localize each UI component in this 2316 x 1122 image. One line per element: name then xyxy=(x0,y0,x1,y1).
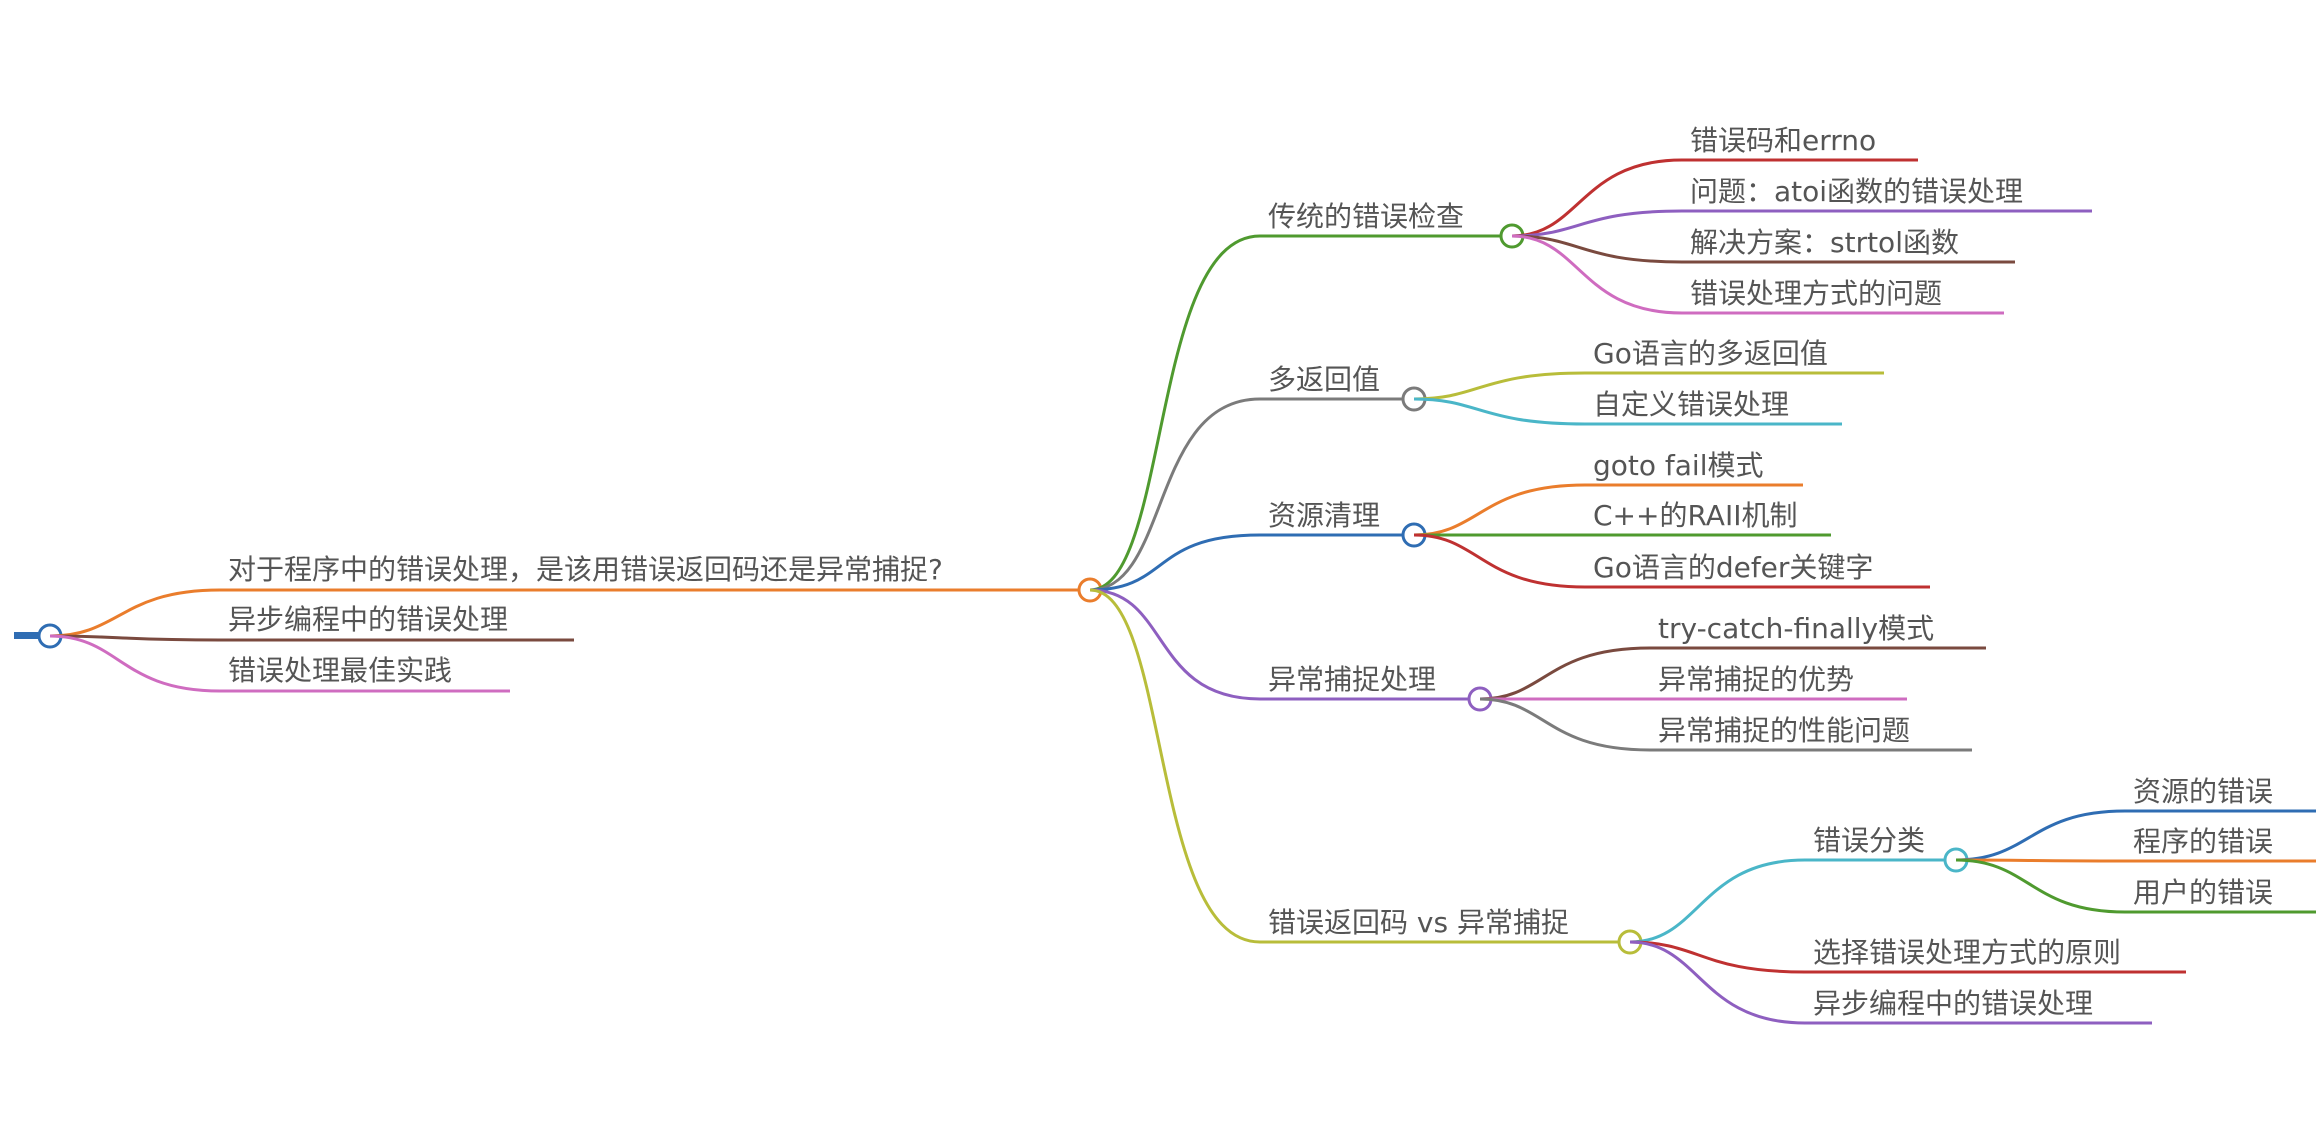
node-label: 自定义错误处理 xyxy=(1593,388,1789,421)
leaf-raii[interactable]: C++的RAII机制 xyxy=(1414,499,1831,537)
leaf-resource-errors[interactable]: 资源的错误 xyxy=(1955,775,2316,862)
connector xyxy=(1511,209,2092,238)
connector xyxy=(1089,234,1512,592)
node-label: 错误处理方式的问题 xyxy=(1690,277,1942,310)
leaf-errno[interactable]: 错误码和errno xyxy=(1511,124,1918,238)
node-label: 异常捕捉处理 xyxy=(1268,663,1436,696)
branch-exception-handling[interactable]: 异常捕捉处理 xyxy=(1089,588,1493,712)
node-label: 资源的错误 xyxy=(2133,775,2273,808)
leaf-go-defer[interactable]: Go语言的defer关键字 xyxy=(1413,533,1930,589)
connector xyxy=(1413,483,1803,537)
branch-resource-cleanup[interactable]: 资源清理 xyxy=(1089,499,1427,592)
leaf-strtol-solution[interactable]: 解决方案：strtol函数 xyxy=(1511,226,2015,264)
node-label: 资源清理 xyxy=(1268,499,1380,532)
connector xyxy=(1511,234,2015,264)
node-label: 错误分类 xyxy=(1813,824,1925,857)
node-label: 错误码和errno xyxy=(1690,124,1876,157)
connector xyxy=(1955,858,2316,863)
connector xyxy=(1479,697,1972,752)
leaf-exception-performance[interactable]: 异常捕捉的性能问题 xyxy=(1479,697,1972,752)
node-label: 多返回值 xyxy=(1268,363,1380,396)
connector xyxy=(1955,858,2316,914)
connector xyxy=(1629,940,2186,974)
level1-node-main-question[interactable]: 对于程序中的错误处理，是该用错误返回码还是异常捕捉? xyxy=(49,553,1103,638)
connector xyxy=(1089,533,1414,592)
leaf-try-catch[interactable]: try-catch-finally模式 xyxy=(1479,612,1986,701)
node-label: Go语言的多返回值 xyxy=(1593,337,1828,370)
level1-node-async[interactable]: 异步编程中的错误处理 xyxy=(49,603,574,642)
connector xyxy=(1413,397,1842,426)
connector xyxy=(1511,158,1918,238)
node-label: 对于程序中的错误处理，是该用错误返回码还是异常捕捉? xyxy=(228,553,943,586)
connector xyxy=(1629,940,2152,1025)
connector xyxy=(49,588,1090,638)
leaf-atoi-problem[interactable]: 问题：atoi函数的错误处理 xyxy=(1511,175,2092,238)
leaf-async-error-handling[interactable]: 异步编程中的错误处理 xyxy=(1629,940,2152,1025)
node-label: 用户的错误 xyxy=(2133,876,2273,909)
leaf-user-errors[interactable]: 用户的错误 xyxy=(1955,858,2316,914)
connector xyxy=(1479,646,1986,701)
connector xyxy=(1413,371,1884,401)
branch-return-code-vs-exception[interactable]: 错误返回码 vs 异常捕捉 xyxy=(1089,588,1643,955)
node-label: try-catch-finally模式 xyxy=(1658,612,1934,645)
node-label: 异常捕捉的性能问题 xyxy=(1658,714,1910,747)
node-label: goto fail模式 xyxy=(1593,449,1764,482)
node-label: 异步编程中的错误处理 xyxy=(1813,987,2093,1020)
node-label: C++的RAII机制 xyxy=(1593,499,1797,532)
leaf-goto-fail[interactable]: goto fail模式 xyxy=(1413,449,1803,537)
level1-node-best-practice[interactable]: 错误处理最佳实践 xyxy=(49,634,510,693)
node-label: 选择错误处理方式的原则 xyxy=(1813,936,2121,969)
connector xyxy=(1511,234,2004,315)
leaf-error-approach-issues[interactable]: 错误处理方式的问题 xyxy=(1511,234,2004,315)
node-label: 传统的错误检查 xyxy=(1268,200,1464,233)
node-label: 异步编程中的错误处理 xyxy=(228,603,508,636)
leaf-selection-principles[interactable]: 选择错误处理方式的原则 xyxy=(1629,936,2186,974)
subbranch-error-classification[interactable]: 错误分类 xyxy=(1629,824,1969,944)
branch-multiple-returns[interactable]: 多返回值 xyxy=(1089,363,1427,592)
connector xyxy=(1089,588,1480,701)
connector xyxy=(1955,809,2316,862)
connector xyxy=(49,634,574,642)
node-label: Go语言的defer关键字 xyxy=(1593,551,1873,584)
node-label: 程序的错误 xyxy=(2133,825,2273,858)
node-label: 错误处理最佳实践 xyxy=(228,654,452,687)
node-label: 问题：atoi函数的错误处理 xyxy=(1690,175,2023,208)
connector xyxy=(49,634,510,693)
connector xyxy=(1089,588,1630,944)
leaf-custom-error[interactable]: 自定义错误处理 xyxy=(1413,388,1842,426)
node-label: 错误返回码 vs 异常捕捉 xyxy=(1268,906,1569,939)
connector xyxy=(1629,858,1956,944)
node-label: 异常捕捉的优势 xyxy=(1658,663,1854,696)
leaf-program-errors[interactable]: 程序的错误 xyxy=(1955,825,2316,863)
node-label: 解决方案：strtol函数 xyxy=(1690,226,1959,259)
connector xyxy=(1413,533,1930,589)
connector xyxy=(1089,397,1414,592)
leaf-go-multi-return[interactable]: Go语言的多返回值 xyxy=(1413,337,1884,401)
root-stub xyxy=(14,632,40,639)
leaf-exception-advantages[interactable]: 异常捕捉的优势 xyxy=(1480,663,1907,701)
